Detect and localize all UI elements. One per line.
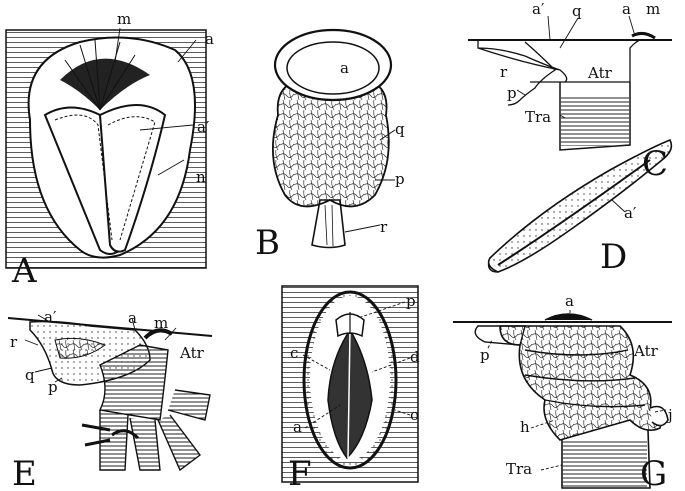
panel-a-label-a-prime: a′ <box>197 118 210 136</box>
panel-b-label-p: p <box>395 170 405 188</box>
panel-b-opening <box>287 42 379 94</box>
panel-d: a′ D <box>489 140 672 277</box>
panel-c-atrium <box>508 40 640 105</box>
panel-c-wall <box>520 42 555 100</box>
panel-e-letter: E <box>12 454 37 491</box>
panel-c-trachea-rings <box>561 96 629 146</box>
panel-c-label-tra: Tra <box>525 108 551 126</box>
panel-b-label-r: r <box>380 218 388 236</box>
panel-f-letter: F <box>288 454 312 491</box>
panel-e: a′ a m r Atr q p E <box>8 308 212 491</box>
panel-c-label-a: a <box>622 0 631 18</box>
panel-a: m a a′ n A <box>6 10 214 291</box>
panel-d-letter: D <box>600 237 627 277</box>
panel-a-label-n: n <box>196 168 206 186</box>
panel-d-label-a-prime: a′ <box>624 204 637 222</box>
panel-e-label-a: a <box>128 309 137 327</box>
panel-g-label-atr: Atr <box>633 342 659 360</box>
panel-c-spiracle <box>632 33 655 38</box>
panel-a-label-a: a <box>205 30 214 48</box>
panel-f-label-d: d <box>410 348 420 366</box>
panel-a-label-m: m <box>117 10 131 28</box>
panel-b-letter: B <box>255 223 280 263</box>
panel-g-trachea-rings <box>563 440 647 487</box>
panel-c-label-m: m <box>646 0 660 18</box>
panel-g-label-p: p <box>480 346 490 364</box>
panel-b: a q p r B <box>255 30 405 263</box>
panel-g-label-h: h <box>520 418 530 436</box>
panel-f-label-a: a <box>293 418 302 436</box>
panel-g-spiracle <box>545 314 592 320</box>
panel-e-label-q: q <box>25 366 35 384</box>
panel-b-label-q: q <box>395 120 405 138</box>
panel-f-label-c: c <box>290 344 298 362</box>
panel-c-label-p: p <box>507 84 517 102</box>
panel-b-tail <box>312 200 345 248</box>
panel-e-label-r: r <box>10 333 18 351</box>
panel-e-label-atr: Atr <box>179 344 205 362</box>
panel-c-label-atr: Atr <box>587 64 613 82</box>
panel-f-label-o: o <box>410 406 419 424</box>
panel-g-label-tra: Tra <box>506 460 532 478</box>
panel-g-letter: G <box>640 454 667 491</box>
panel-c-label-r: r <box>500 63 508 81</box>
panel-f: p c d a o F <box>282 286 420 491</box>
panel-g-hook <box>650 407 668 426</box>
panel-a-letter: A <box>11 251 37 291</box>
panel-b-label-a: a <box>340 59 349 77</box>
panel-e-label-a-prime: a′ <box>44 308 57 326</box>
panel-e-label-m: m <box>154 314 168 332</box>
panel-c-label-q: q <box>572 2 582 20</box>
panel-e-label-p: p <box>48 378 58 396</box>
panel-g: a p Atr j h Tra G <box>453 292 673 491</box>
panel-f-label-p: p <box>406 292 416 310</box>
panel-g-label-a: a <box>565 292 574 310</box>
panel-c-label-a-prime: a′ <box>532 0 545 18</box>
panel-c-fold <box>478 40 567 82</box>
